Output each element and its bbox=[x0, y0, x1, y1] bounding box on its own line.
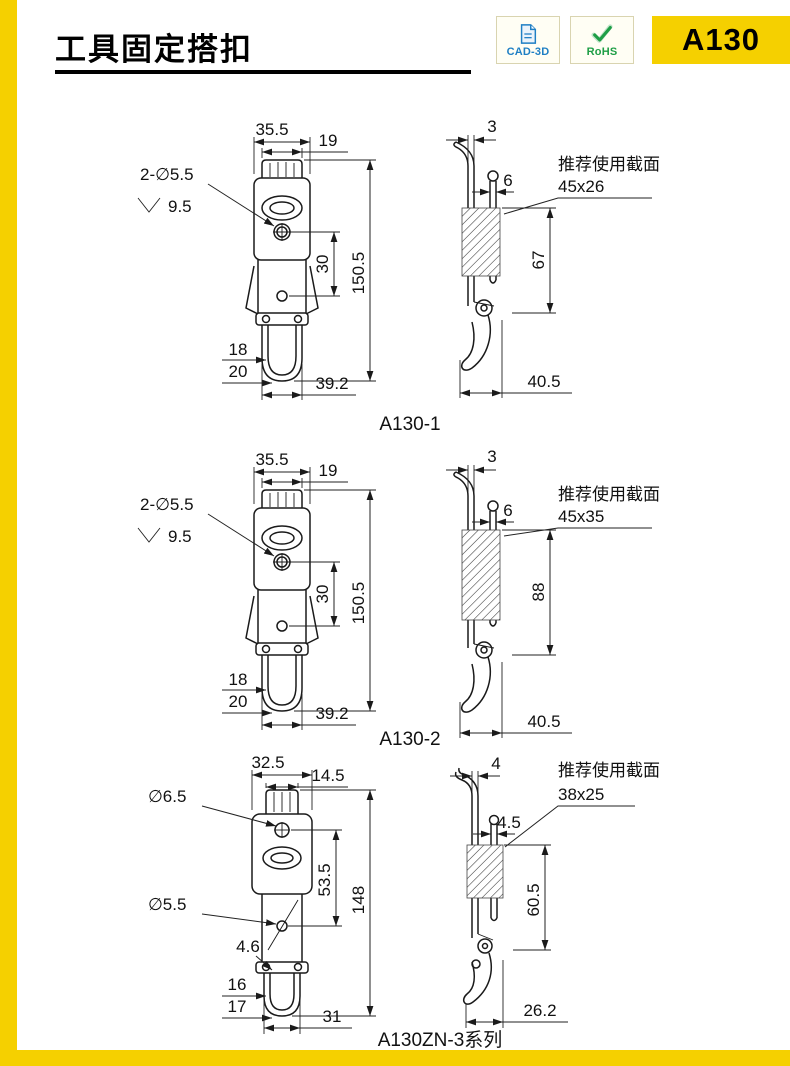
front-view-dimensions: 32.5 14.5 ∅6.5 53.5 148 ∅5.5 4.6 bbox=[148, 753, 376, 1034]
page-header: 工具固定搭扣 CAD-3D RoHS A130 bbox=[17, 0, 790, 92]
side-view-dimensions: 3 6 67 40.5 推荐使用截面 45x26 bbox=[446, 117, 660, 398]
dim-plate-thickness: 4 bbox=[491, 754, 500, 773]
drawing-a130zn-3: 32.5 14.5 ∅6.5 53.5 148 ∅5.5 4.6 bbox=[10, 750, 780, 1060]
cad-3d-badge[interactable]: CAD-3D bbox=[496, 16, 560, 64]
dim-depth: 26.2 bbox=[523, 1001, 556, 1020]
dim-tab-width: 19 bbox=[319, 131, 338, 150]
rohs-badge[interactable]: RoHS bbox=[570, 16, 634, 64]
dim-overall-height: 150.5 bbox=[349, 582, 368, 625]
dim-plate-thickness: 3 bbox=[487, 117, 496, 136]
note-size: 38x25 bbox=[558, 785, 604, 804]
front-view-dimensions: 35.5 19 2-∅5.5 9.5 30 150.5 18 bbox=[137, 120, 376, 400]
note-size: 45x26 bbox=[558, 177, 604, 196]
note-leader bbox=[503, 197, 652, 215]
dim-hole-pitch: 30 bbox=[313, 255, 332, 274]
rohs-check-icon bbox=[591, 23, 613, 43]
side-view-dimensions: 3 6 88 40.5 推荐使用截面 45x35 bbox=[446, 447, 660, 738]
figure-caption: A130-2 bbox=[379, 729, 440, 750]
dim-tab-width: 14.5 bbox=[311, 766, 344, 785]
figure-caption: A130ZN-3系列 bbox=[378, 1029, 503, 1051]
front-view-drawing bbox=[245, 159, 319, 382]
cad-3d-label: CAD-3D bbox=[506, 45, 550, 58]
dim-hole-callout: 2-∅5.5 bbox=[140, 495, 194, 514]
dim-csk-depth: 9.5 bbox=[168, 527, 192, 546]
drawing-a130-2: 35.5 19 2-∅5.5 9.5 30 150.5 18 bbox=[10, 438, 780, 750]
part-number-box: A130 bbox=[652, 16, 790, 64]
dim-hook-width: 39.2 bbox=[315, 374, 348, 393]
dim-top-width: 32.5 bbox=[251, 753, 284, 772]
part-number: A130 bbox=[681, 22, 761, 57]
note-title: 推荐使用截面 bbox=[558, 484, 660, 504]
drawing-a130-1-svg: 35.5 19 2-∅5.5 9.5 30 150.5 18 bbox=[137, 117, 660, 435]
dim-hook-offset2: 20 bbox=[229, 362, 248, 381]
dim-section-height: 60.5 bbox=[524, 883, 543, 916]
note-title: 推荐使用截面 bbox=[558, 760, 660, 780]
title-underline bbox=[55, 70, 471, 74]
dim-wire-dia: 4.6 bbox=[236, 937, 260, 956]
dim-section-height: 88 bbox=[529, 583, 548, 602]
note-size: 45x35 bbox=[558, 507, 604, 526]
dim-overall-height: 150.5 bbox=[349, 252, 368, 295]
front-view-drawing bbox=[251, 789, 313, 1017]
dim-hook-offset2: 17 bbox=[228, 997, 247, 1016]
note-leader bbox=[504, 805, 635, 848]
figure-caption: A130-1 bbox=[379, 414, 440, 435]
dim-section-height: 67 bbox=[529, 251, 548, 270]
dim-hook-offset: 18 bbox=[229, 670, 248, 689]
dim-hook-width: 31 bbox=[323, 1007, 342, 1026]
dim-overall-height: 148 bbox=[349, 886, 368, 914]
dim-hook-offset2: 20 bbox=[229, 692, 248, 711]
bottom-accent-bar bbox=[0, 1050, 790, 1066]
side-view-dimensions: 4 4.5 60.5 26.2 推荐使用截面 38x25 bbox=[450, 754, 660, 1028]
dim-wire-dia: 6 bbox=[503, 171, 512, 190]
dim-wire-dia: 6 bbox=[503, 501, 512, 520]
front-view-drawing bbox=[245, 489, 319, 712]
dim-hook-offset: 18 bbox=[229, 340, 248, 359]
dim-csk-depth: 9.5 bbox=[168, 197, 192, 216]
rohs-label: RoHS bbox=[586, 45, 618, 58]
side-view-drawing bbox=[454, 767, 504, 1005]
drawing-a130-1: 35.5 19 2-∅5.5 9.5 30 150.5 18 bbox=[10, 108, 780, 438]
dim-hook-offset: 16 bbox=[228, 975, 247, 994]
dim-hook-width: 39.2 bbox=[315, 704, 348, 723]
dim-plate-thickness: 3 bbox=[487, 447, 496, 466]
side-view-drawing bbox=[453, 471, 501, 713]
header-right: CAD-3D RoHS A130 bbox=[496, 16, 790, 64]
cad-3d-document-icon bbox=[520, 23, 537, 44]
dim-hole-pitch: 30 bbox=[313, 585, 332, 604]
dim-top-width: 35.5 bbox=[255, 120, 288, 139]
page-title: 工具固定搭扣 bbox=[55, 32, 253, 67]
dim-tab-width: 19 bbox=[319, 461, 338, 480]
note-title: 推荐使用截面 bbox=[558, 154, 660, 174]
dim-hole2-callout: ∅5.5 bbox=[148, 895, 186, 914]
dim-depth: 40.5 bbox=[527, 712, 560, 731]
dim-wire-dia: 4.5 bbox=[497, 813, 521, 832]
note-leader bbox=[503, 527, 652, 537]
drawing-a130-2-svg: 35.5 19 2-∅5.5 9.5 30 150.5 18 bbox=[137, 447, 660, 750]
dim-hole-pitch: 53.5 bbox=[315, 863, 334, 896]
dim-depth: 40.5 bbox=[527, 372, 560, 391]
drawing-a130zn-3-svg: 32.5 14.5 ∅6.5 53.5 148 ∅5.5 4.6 bbox=[148, 753, 660, 1051]
dim-top-width: 35.5 bbox=[255, 450, 288, 469]
side-view-drawing bbox=[453, 141, 501, 371]
dim-hole-callout: ∅6.5 bbox=[148, 787, 186, 806]
front-view-dimensions: 35.5 19 2-∅5.5 9.5 30 150.5 18 bbox=[137, 450, 376, 730]
left-accent-bar bbox=[0, 0, 17, 1066]
dim-hole-callout: 2-∅5.5 bbox=[140, 165, 194, 184]
